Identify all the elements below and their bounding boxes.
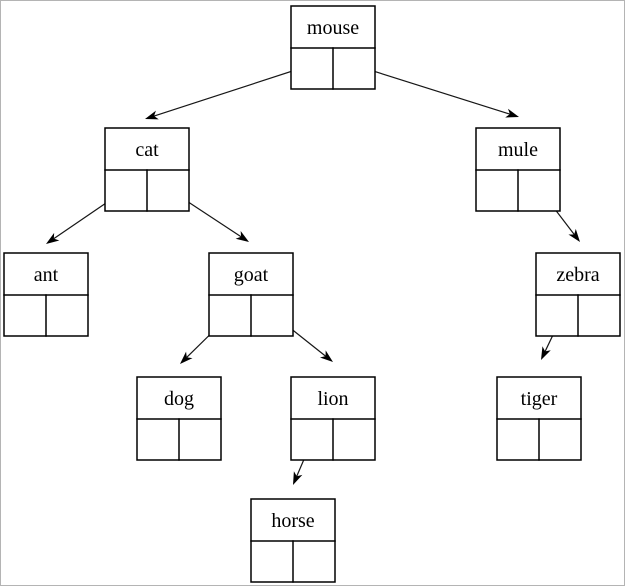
node-label: ant bbox=[34, 264, 59, 286]
arrowhead-icon bbox=[568, 228, 580, 242]
node-label: cat bbox=[135, 139, 159, 161]
tree-node-goat: goat bbox=[208, 252, 294, 337]
pointer-line bbox=[153, 63, 315, 117]
node-label: goat bbox=[234, 264, 269, 286]
tree-node-horse: horse bbox=[250, 498, 336, 583]
tree-node-mouse: mouse bbox=[290, 5, 376, 90]
tree-node-lion: lion bbox=[290, 376, 376, 461]
tree-node-dog: dog bbox=[136, 376, 222, 461]
edge-mouse-left-to-cat bbox=[145, 63, 315, 120]
node-label: lion bbox=[317, 388, 348, 410]
arrowhead-icon bbox=[505, 108, 519, 118]
arrowhead-icon bbox=[46, 232, 60, 244]
node-label: dog bbox=[164, 388, 194, 410]
arrowhead-icon bbox=[145, 110, 159, 120]
arrowhead-icon bbox=[541, 346, 551, 360]
tree-node-cat: cat bbox=[104, 127, 190, 212]
node-label: tiger bbox=[521, 388, 558, 410]
node-label: mouse bbox=[307, 17, 359, 39]
arrowhead-icon bbox=[293, 471, 303, 485]
arrowhead-icon bbox=[235, 231, 249, 242]
arrowhead-icon bbox=[180, 351, 193, 364]
arrowhead-icon bbox=[319, 350, 333, 362]
nodes-layer: mouse cat mule ant goat zebra dog lion tiger hors… bbox=[3, 5, 621, 583]
tree-node-ant: ant bbox=[3, 252, 89, 337]
tree-node-zebra: zebra bbox=[535, 252, 621, 337]
node-label: horse bbox=[271, 510, 314, 532]
tree-node-mule: mule bbox=[475, 127, 561, 212]
pointer-line bbox=[350, 63, 511, 115]
node-label: mule bbox=[498, 139, 538, 161]
tree-node-tiger: tiger bbox=[496, 376, 582, 461]
node-label: zebra bbox=[556, 264, 599, 286]
edge-mouse-right-to-mule bbox=[350, 63, 519, 118]
